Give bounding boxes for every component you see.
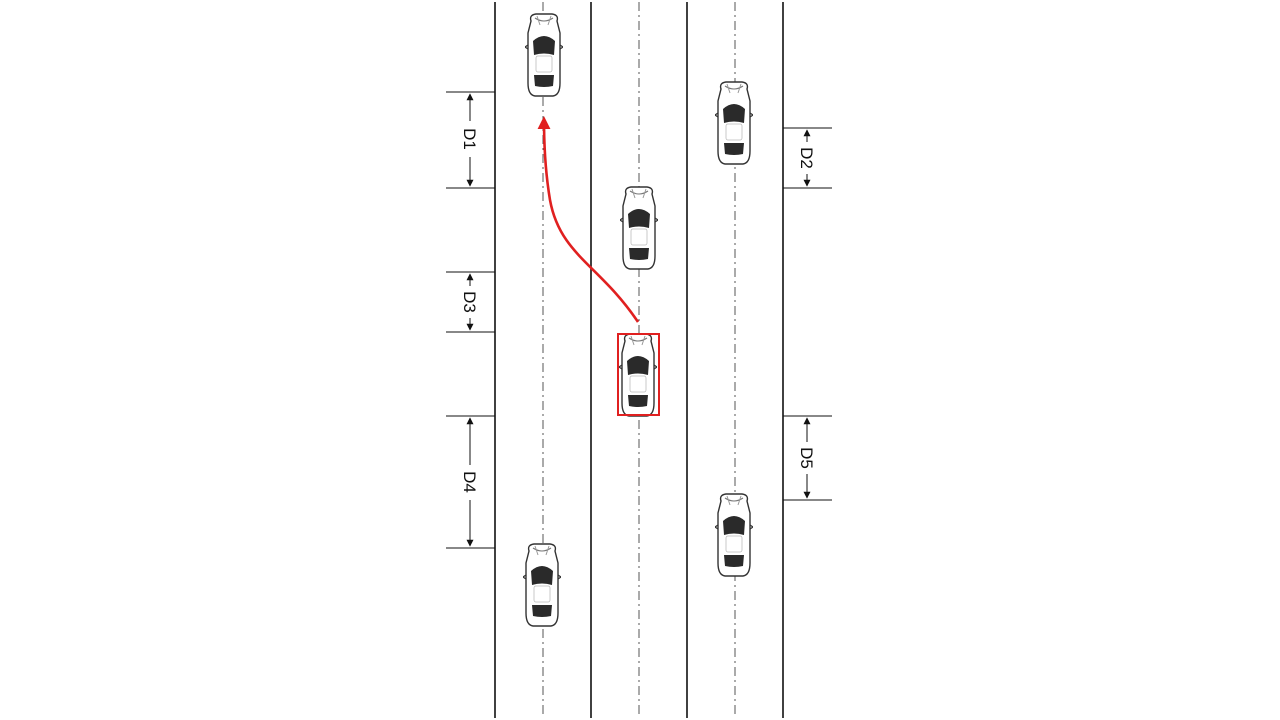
dim-label-d4: D4	[460, 471, 479, 493]
car-ego	[619, 333, 657, 417]
car-lane1-front	[525, 13, 563, 97]
dim-label-d5: D5	[797, 447, 816, 469]
dimensions	[446, 91, 832, 549]
dim-label-d2: D2	[797, 147, 816, 169]
car-lane3-rear	[715, 493, 753, 577]
car-lane3-front	[715, 81, 753, 165]
car-lane2-front	[620, 186, 658, 270]
lane-change-arrow	[537, 116, 640, 323]
dim-label-d1: D1	[460, 128, 479, 150]
car-lane1-rear	[523, 543, 561, 627]
dim-label-d3: D3	[460, 291, 479, 313]
ego-highlight-box	[617, 333, 660, 416]
